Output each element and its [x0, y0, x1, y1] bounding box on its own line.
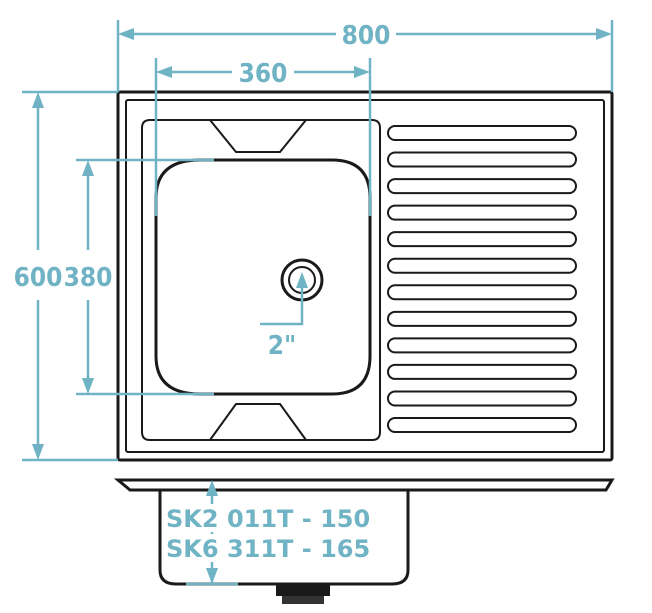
bowl-top-notch: [209, 119, 307, 153]
sink-inner-rim: [125, 99, 605, 453]
model-label-2: SK6 311T - 165: [166, 535, 370, 563]
drainer-groove: [387, 178, 577, 195]
dim-profile-arrow-top: [206, 480, 218, 496]
dim-bowl-depth-label: 380: [64, 263, 113, 293]
dim-800-arrow-right: [596, 28, 612, 40]
drainer-groove: [387, 284, 577, 301]
drainer-groove: [387, 231, 577, 248]
drainer-groove: [387, 204, 577, 221]
dim-total-depth-label: 600: [14, 263, 63, 293]
dim-800-arrow-left: [118, 28, 134, 40]
drainer-groove: [387, 337, 577, 354]
drainer-groove: [387, 257, 577, 274]
drainer-groove: [387, 151, 577, 168]
dim-360-arrow-left: [156, 66, 172, 78]
drainer-groove: [387, 390, 577, 407]
bowl-deck-outline: [141, 119, 381, 441]
dim-drain-arrow: [296, 272, 308, 288]
drainer-groove: [387, 417, 577, 433]
dim-drain-leader: [260, 286, 304, 326]
dim-total-width-label: 800: [342, 21, 391, 51]
bowl-bottom-notch: [209, 403, 307, 441]
drainer-groove: [387, 125, 577, 141]
sink-bowl: [154, 158, 372, 396]
drainer-groove: [387, 363, 577, 380]
drainer-groove: [387, 310, 577, 327]
dim-600-arrow-bottom: [32, 444, 44, 460]
dim-360-arrow-right: [354, 66, 370, 78]
model-label-1: SK2 011T - 150: [166, 505, 370, 533]
dim-380-arrow-bottom: [82, 378, 94, 394]
side-profile-drain-base: [282, 596, 324, 604]
dim-profile-arrow-bottom: [206, 568, 218, 584]
dim-bowl-width-label: 360: [239, 59, 288, 89]
model-label-bg-2: [164, 534, 336, 562]
dim-380-arrow-top: [82, 160, 94, 176]
side-profile-rim: [113, 478, 615, 492]
side-profile-drain: [276, 584, 330, 596]
dim-drain-size-label: 2": [268, 331, 296, 361]
drainer-grooves: [387, 125, 577, 433]
model-label-bg-1: [164, 504, 336, 532]
dim-600-arrow-top: [32, 92, 44, 108]
sink-outer-rim: [116, 90, 614, 462]
